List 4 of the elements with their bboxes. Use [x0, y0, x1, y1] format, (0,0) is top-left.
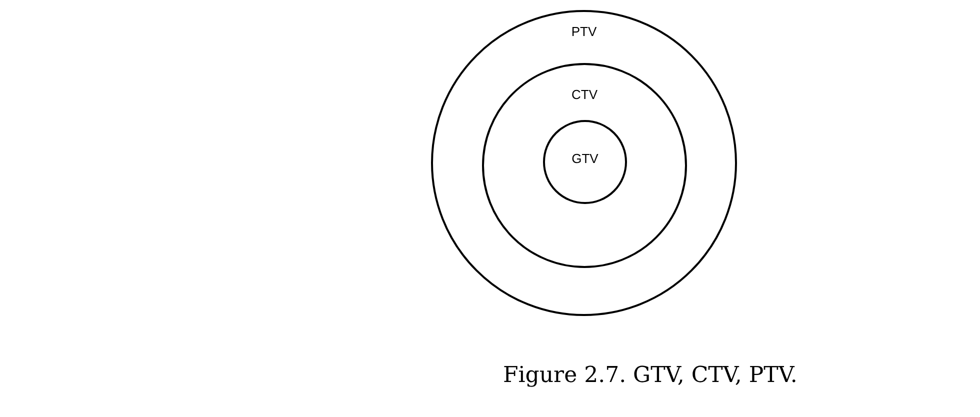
- circle-label: GTV: [572, 151, 598, 167]
- circle-label: CTV: [572, 87, 598, 103]
- caption: Figure 2.7. GTV, CTV, PTV.: [503, 362, 798, 390]
- circle-label: PTV: [571, 24, 597, 40]
